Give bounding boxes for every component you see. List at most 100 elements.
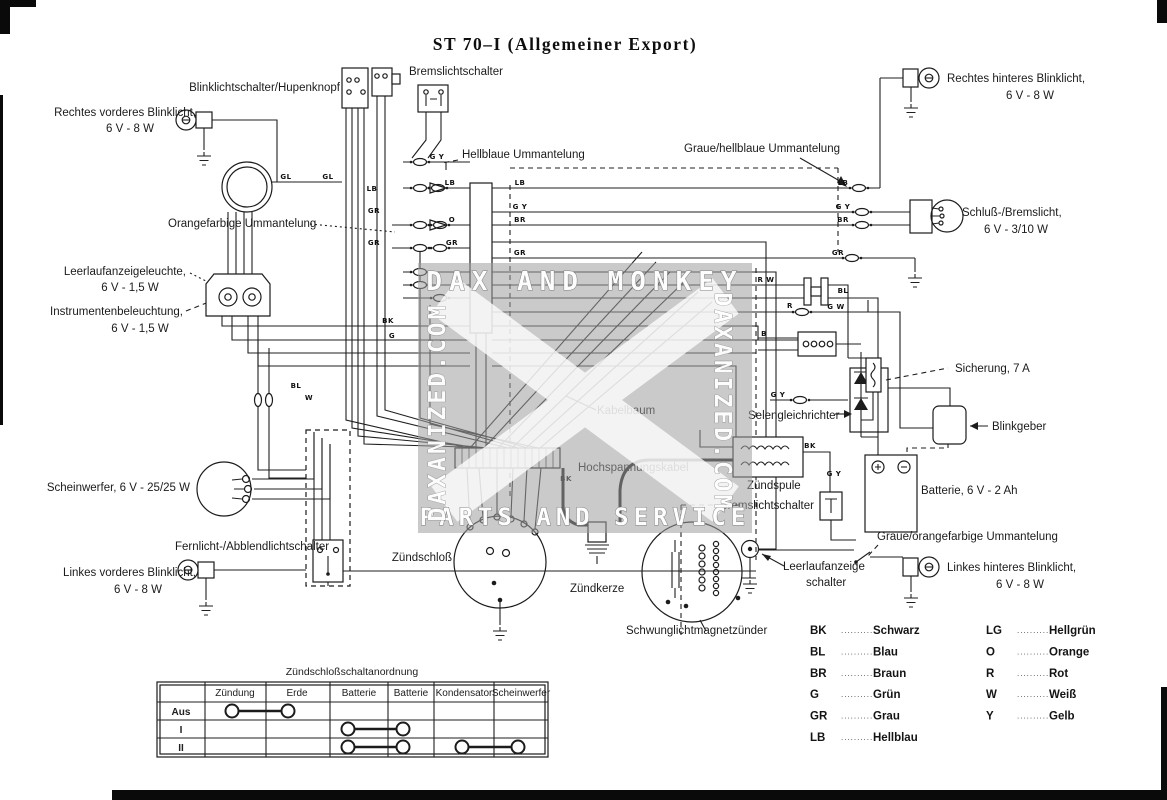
diagram-labels: Blinklichtschalter/HupenknopfBremslichts…: [47, 66, 1085, 637]
diagram-label: Fernlicht-/Abblendlichtschalter: [175, 541, 329, 553]
four-pin-connector: [803, 277, 829, 306]
table-connection: [340, 739, 356, 755]
wire-label: R: [787, 302, 793, 310]
legend-dots: ..........: [841, 647, 873, 656]
page-title: ST 70–I (Allgemeiner Export): [433, 34, 697, 54]
wire-label: BR: [514, 216, 526, 224]
diagram-label: Zündkerze: [570, 583, 624, 595]
wire-label: G: [389, 332, 395, 340]
wire-label: O: [449, 216, 455, 224]
table-connection: [510, 739, 526, 755]
wire-label: B: [761, 330, 767, 338]
wire-label: G Y: [836, 203, 851, 211]
legend-dots: ..........: [841, 712, 873, 721]
wire-color-legend: BK..........SchwarzBL..........BlauBR...…: [810, 625, 1096, 744]
wire-label: GR: [368, 207, 380, 215]
legend-name: Rot: [1049, 668, 1068, 680]
table-connection: [224, 703, 240, 719]
diagram-label: 6 V - 8 W: [114, 584, 162, 596]
rear-brake-light-switch: [819, 491, 843, 521]
table-row-label: Aus: [172, 707, 191, 718]
diagram-label: Orangefarbige Ummantelung: [168, 218, 316, 230]
legend-dots: ..........: [1017, 690, 1049, 699]
diagram-label: Sicherung, 7 A: [955, 363, 1030, 375]
headlight: [196, 461, 253, 517]
diagram-label: Leerlaufanzeigeleuchte,: [64, 266, 186, 278]
wire-label: GL: [280, 173, 291, 181]
legend-dots: ..........: [841, 669, 873, 678]
wire-label: LB: [515, 179, 526, 187]
diagram-label: 6 V - 8 W: [996, 579, 1044, 591]
wire-label: G Y: [513, 203, 528, 211]
diagram-label: Scheinwerfer, 6 V - 25/25 W: [47, 482, 190, 494]
diagram-label: Selengleichrichter: [748, 410, 840, 422]
legend-name: Braun: [873, 668, 906, 680]
table-connection: [454, 739, 470, 755]
legend-name: Orange: [1049, 646, 1089, 658]
table-col-header: Kondensator: [436, 688, 493, 699]
legend-code: Y: [986, 711, 994, 723]
diagram-label: Hellblaue Ummantelung: [462, 149, 585, 161]
watermark: DAX AND MONKEY PARTS AND SERVICE DAXANIZ…: [418, 263, 752, 533]
wire-label: W: [305, 394, 313, 402]
watermark-right-text: DAXANIZED.COM: [709, 292, 735, 511]
wire-label: GL: [322, 173, 333, 181]
neutral-switch: [740, 539, 760, 594]
legend-name: Hellgrün: [1049, 625, 1096, 637]
wire-label: GR: [832, 249, 844, 257]
diagram-label: Leerlaufanzeige: [783, 561, 865, 573]
diagram-label: 6 V - 3/10 W: [984, 224, 1048, 236]
legend-dots: ..........: [841, 690, 873, 699]
diagram-label: 6 V - 1,5 W: [111, 323, 169, 335]
wire-label: LB: [445, 179, 456, 187]
left-rear-blinker: [902, 556, 940, 608]
legend-code: BR: [810, 668, 827, 680]
table-col-header: Batterie: [342, 688, 377, 699]
legend-code: LB: [810, 732, 825, 744]
wire-label: G W: [827, 303, 844, 311]
wire-label: G Y: [771, 391, 786, 399]
legend-dots: ..........: [1017, 626, 1049, 635]
diagram-label: Zündspule: [747, 480, 801, 492]
legend-dots: ..........: [1017, 647, 1049, 656]
watermark-top-text: DAX AND MONKEY: [426, 267, 743, 297]
table-col-header: Scheinwerfer: [492, 688, 551, 699]
diagram-label: Graue/orangefarbige Ummantelung: [877, 531, 1058, 543]
legend-code: GR: [810, 711, 828, 723]
diagram-label: Linkes hinteres Blinklicht,: [947, 562, 1076, 574]
diagram-label: Schwunglichtmagnetzünder: [626, 625, 767, 637]
wire-label: BL: [838, 287, 849, 295]
legend-name: Schwarz: [873, 625, 920, 637]
legend-name: Grau: [873, 711, 900, 723]
wire-label: LB: [838, 179, 849, 187]
diagram-label: Zündschloß: [392, 552, 452, 564]
wire-label: BL: [291, 382, 302, 390]
wire-label: GR: [514, 249, 526, 257]
watermark-left-text: DAXANIZED.COM: [425, 302, 451, 521]
legend-code: BL: [810, 646, 825, 658]
flywheel-magneto: [641, 521, 743, 623]
wire-label: LB: [367, 185, 378, 193]
diagram-label: Rechtes hinteres Blinklicht,: [947, 73, 1085, 85]
legend-code: W: [986, 689, 997, 701]
diagram-label: schalter: [806, 577, 846, 589]
diagram-label: Graue/hellblaue Ummantelung: [684, 143, 840, 155]
legend-code: O: [986, 646, 995, 658]
legend-dots: ..........: [841, 733, 873, 742]
legend-name: Weiß: [1049, 689, 1076, 701]
wire-label: G Y: [827, 470, 842, 478]
table-connection: [340, 721, 356, 737]
wire-label: BK: [804, 442, 816, 450]
battery: [864, 454, 918, 533]
table-connection: [395, 739, 411, 755]
legend-code: G: [810, 689, 819, 701]
table-row-label: II: [178, 743, 184, 754]
legend-dots: ..........: [1017, 712, 1049, 721]
dip-switch: [305, 429, 351, 587]
bullet-connectors: [409, 157, 873, 405]
wire-label: BR: [837, 216, 849, 224]
